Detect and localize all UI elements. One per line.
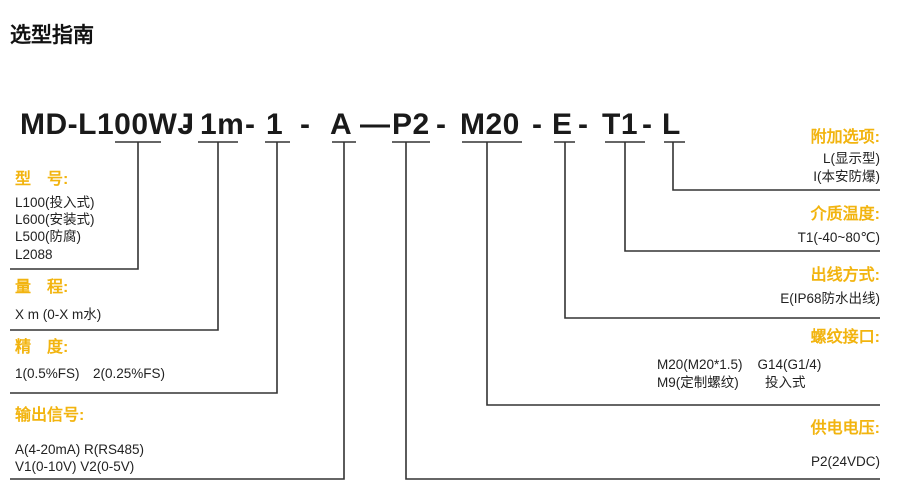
- range-option: X m (0-X m水): [15, 307, 102, 322]
- code-outlet: E: [552, 108, 573, 141]
- connector-supply: [405, 142, 880, 480]
- code-separator: -: [532, 108, 542, 141]
- connector-model: [10, 142, 139, 270]
- heading-option: 附加选项:: [810, 129, 880, 146]
- heading-temp: 介质温度:: [810, 206, 880, 223]
- code-model: MD-L100WJ: [20, 108, 195, 141]
- connector-signal: [10, 142, 345, 480]
- code-separator: -: [245, 108, 255, 141]
- model-option: L600(安装式): [15, 212, 95, 227]
- option-choice: I(本安防爆): [813, 169, 880, 184]
- heading-outlet: 出线方式:: [810, 267, 880, 284]
- connector-range: [10, 142, 219, 331]
- code-separator: -: [642, 108, 652, 141]
- connector-option: [672, 142, 880, 191]
- accuracy-option: 1(0.5%FS) 2(0.25%FS): [15, 366, 166, 381]
- option-choice: L(显示型): [823, 151, 880, 166]
- signal-option: A(4-20mA) R(RS485): [15, 442, 145, 457]
- model-option: L2088: [15, 247, 53, 262]
- signal-option: V1(0-10V) V2(0-5V): [15, 459, 135, 474]
- model-option: L100(投入式): [15, 195, 95, 210]
- model-option: L500(防腐): [15, 229, 82, 244]
- heading-model: 型 号:: [15, 171, 69, 188]
- code-separator: -: [182, 108, 192, 141]
- heading-signal: 输出信号:: [15, 407, 85, 424]
- code-thread: M20: [460, 108, 520, 141]
- outlet-option: E(IP68防水出线): [780, 291, 880, 306]
- code-supply: P2: [392, 108, 430, 141]
- code-accuracy: 1: [266, 108, 284, 141]
- temp-option: T1(-40~80℃): [797, 230, 880, 245]
- code-separator: -: [300, 108, 310, 141]
- supply-option: P2(24VDC): [810, 454, 880, 469]
- code-option: L: [662, 108, 681, 141]
- code-separator: —: [360, 108, 390, 141]
- heading-supply: 供电电压:: [810, 420, 880, 437]
- code-range: 1m: [200, 108, 245, 141]
- heading-accuracy: 精 度:: [15, 339, 69, 356]
- connector-accuracy: [10, 142, 278, 394]
- connector-temp: [624, 142, 880, 252]
- page-title: 选型指南: [10, 24, 94, 47]
- thread-option: M20(M20*1.5) G14(G1/4): [657, 357, 822, 372]
- code-temp: T1: [602, 108, 639, 141]
- code-signal: A: [330, 108, 353, 141]
- heading-thread: 螺纹接口:: [810, 329, 880, 346]
- connector-thread: [486, 142, 880, 406]
- code-separator: -: [578, 108, 588, 141]
- thread-option: M9(定制螺纹) 投入式: [657, 375, 806, 390]
- connector-outlet: [564, 142, 880, 319]
- code-separator: -: [436, 108, 446, 141]
- heading-range: 量 程:: [15, 279, 69, 296]
